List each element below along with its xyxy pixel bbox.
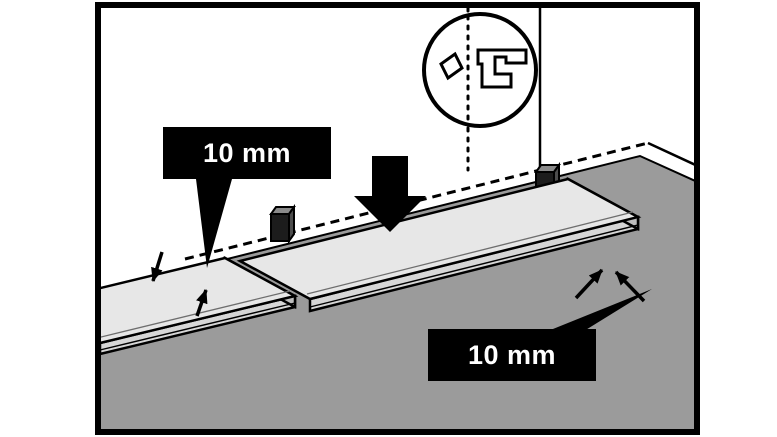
label-box xyxy=(428,329,596,381)
figure-frame xyxy=(95,2,700,435)
press-down-arrow-icon xyxy=(354,156,426,232)
right-wall-base-line xyxy=(647,141,697,168)
plank-top-face xyxy=(236,177,642,301)
detail-circle-outline xyxy=(422,12,538,128)
gap-arrow-icon xyxy=(614,270,646,303)
left-gap-label-text: 10 mm xyxy=(203,138,291,168)
spacer-front-face xyxy=(270,213,290,242)
gap-arrow-icon xyxy=(151,251,164,282)
leader-wedge-icon xyxy=(196,179,232,268)
gap-arrow-icon xyxy=(195,289,208,317)
plank-profile-icon xyxy=(476,48,528,89)
plank-underlay-line xyxy=(309,224,639,308)
plank-bevel-line xyxy=(98,290,291,339)
spacer-cross-section-icon xyxy=(439,51,464,81)
label-box xyxy=(163,127,331,179)
wall-base-dashed-line xyxy=(184,141,649,261)
right-gap-label-text: 10 mm xyxy=(468,340,556,370)
plank-new xyxy=(236,176,642,313)
detail-magnifier-circle xyxy=(422,6,538,172)
left-gap-label: 10 mm xyxy=(151,127,331,317)
gap-arrow-icon xyxy=(574,268,604,300)
leader-wedge-icon xyxy=(548,289,652,331)
plank-underlay-line xyxy=(99,302,296,351)
plank-bevel-line xyxy=(306,211,634,295)
right-gap-label: 10 mm xyxy=(428,268,652,381)
spacer-block-left xyxy=(269,203,296,245)
